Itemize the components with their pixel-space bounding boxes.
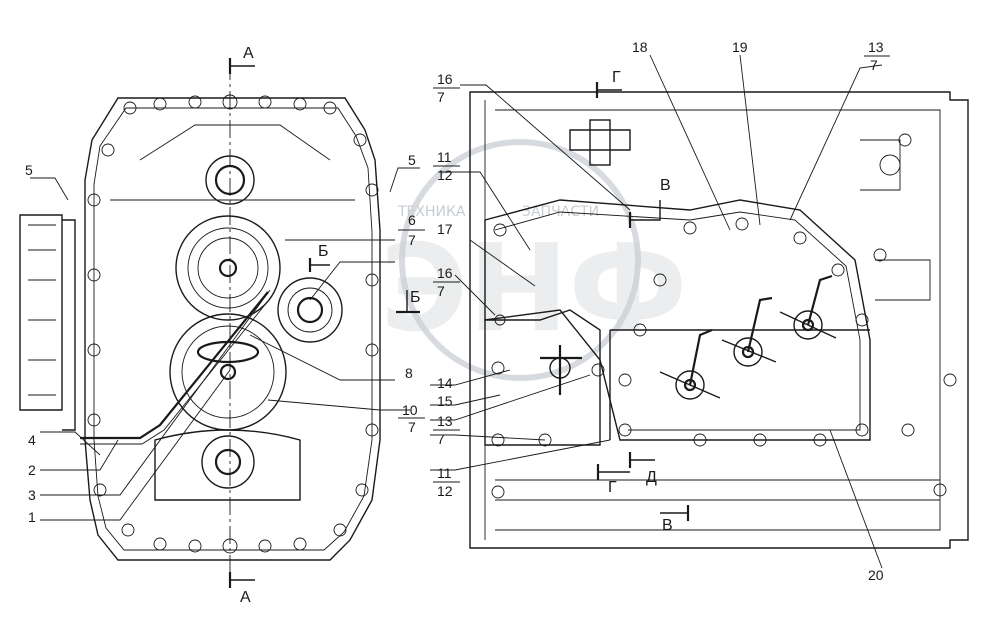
watermark-line1: ТЕХНИКА <box>397 204 466 220</box>
callout-13-bottom-denominator: 7 <box>437 431 445 447</box>
callout-10: 10 <box>402 402 418 418</box>
right-housing-view <box>469 91 969 549</box>
callout-8: 8 <box>405 365 413 381</box>
callout-2: 2 <box>28 462 36 478</box>
callout-11-bottom: 11 <box>437 465 452 481</box>
callout-11-top-denominator: 12 <box>437 167 453 183</box>
section-a-top: А <box>243 45 254 62</box>
housing-bolts <box>87 94 379 554</box>
callouts: 4 2 3 1 5 5 6 7 8 10 7 11 12 11 12 16 7 … <box>25 39 890 583</box>
section-b-left: Б <box>318 243 329 260</box>
callout-6: 6 <box>408 212 416 228</box>
callout-16-mid: 16 <box>437 265 453 281</box>
callout-19: 19 <box>732 39 748 55</box>
callout-13-top: 13 <box>868 39 884 55</box>
callout-5-right: 5 <box>408 152 416 168</box>
section-b-mid: Б <box>410 289 421 306</box>
callout-16-mid-denominator: 7 <box>437 283 445 299</box>
callout-15: 15 <box>437 393 453 409</box>
callout-4: 4 <box>28 432 36 448</box>
callout-11-bottom-denominator: 12 <box>437 483 453 499</box>
callout-16-top-denominator: 7 <box>437 89 445 105</box>
callout-11-top: 11 <box>437 149 452 165</box>
callout-6-denominator: 7 <box>408 232 416 248</box>
callout-14: 14 <box>437 375 453 391</box>
section-v-bottom: В <box>662 517 673 534</box>
callout-17: 17 <box>437 221 453 237</box>
section-g-bottom: Г <box>608 479 617 496</box>
callout-13-bottom: 13 <box>437 413 453 429</box>
section-d: Д <box>646 469 657 486</box>
watermark: ТЕХНИКА ЗАПЧАСТИ ЭНФ <box>380 139 688 381</box>
callout-5-left: 5 <box>25 162 33 178</box>
left-housing-view <box>19 58 381 588</box>
callout-13-top-denominator: 7 <box>870 57 878 73</box>
section-marks: А А Б Б Г В Г Д В <box>240 45 690 606</box>
leader-lines <box>30 54 883 569</box>
section-a-bottom: А <box>240 589 251 606</box>
callout-3: 3 <box>28 487 36 503</box>
callout-16-top: 16 <box>437 71 453 87</box>
callout-18: 18 <box>632 39 648 55</box>
side-flange <box>19 214 76 431</box>
section-v-top: В <box>660 177 671 194</box>
callout-1: 1 <box>28 509 36 525</box>
shift-forks <box>659 274 837 400</box>
callout-10-denominator: 7 <box>408 419 416 435</box>
watermark-logo: ЭНФ <box>380 220 688 359</box>
callout-20: 20 <box>868 567 884 583</box>
section-g-top: Г <box>612 69 621 86</box>
